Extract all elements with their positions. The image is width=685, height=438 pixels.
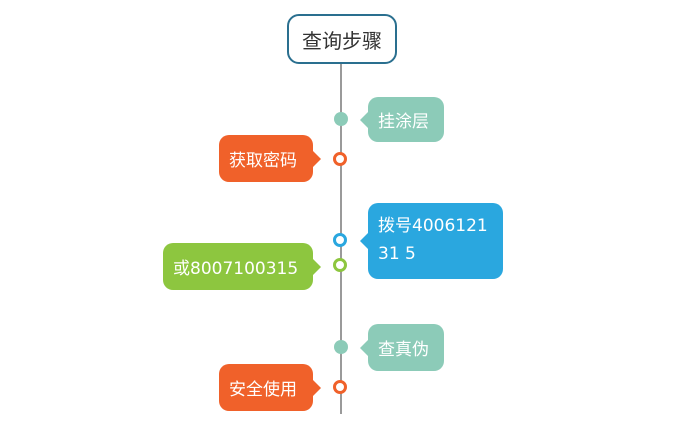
step-2-node: [333, 152, 347, 166]
step-6-node: [333, 380, 347, 394]
step-4-label: 或8007100315: [173, 259, 299, 279]
step-3-bubble: 拨号4006121 31 5: [360, 203, 503, 279]
step-4-bubble: 或8007100315: [163, 243, 321, 290]
step-6-label: 安全使用: [229, 380, 297, 400]
step-5-node: [334, 340, 348, 354]
step-1-label: 挂涂层: [378, 112, 429, 132]
step-3-label-line-2: 31 5: [378, 244, 416, 264]
step-2-bubble: 获取密码: [219, 135, 321, 182]
step-5-bubble: 查真伪: [360, 324, 444, 371]
diagram-title: 查询步骤: [287, 14, 397, 64]
step-1-node: [334, 112, 348, 126]
step-5-label: 查真伪: [378, 340, 429, 360]
step-3-label: 拨号4006121 31 5: [378, 212, 488, 268]
step-6-bubble: 安全使用: [219, 364, 321, 411]
step-3-node: [333, 233, 347, 247]
step-2-label: 获取密码: [229, 151, 297, 171]
step-4-node: [333, 258, 347, 272]
step-3-label-line-1: 拨号4006121: [378, 216, 488, 236]
step-1-bubble: 挂涂层: [360, 97, 444, 142]
